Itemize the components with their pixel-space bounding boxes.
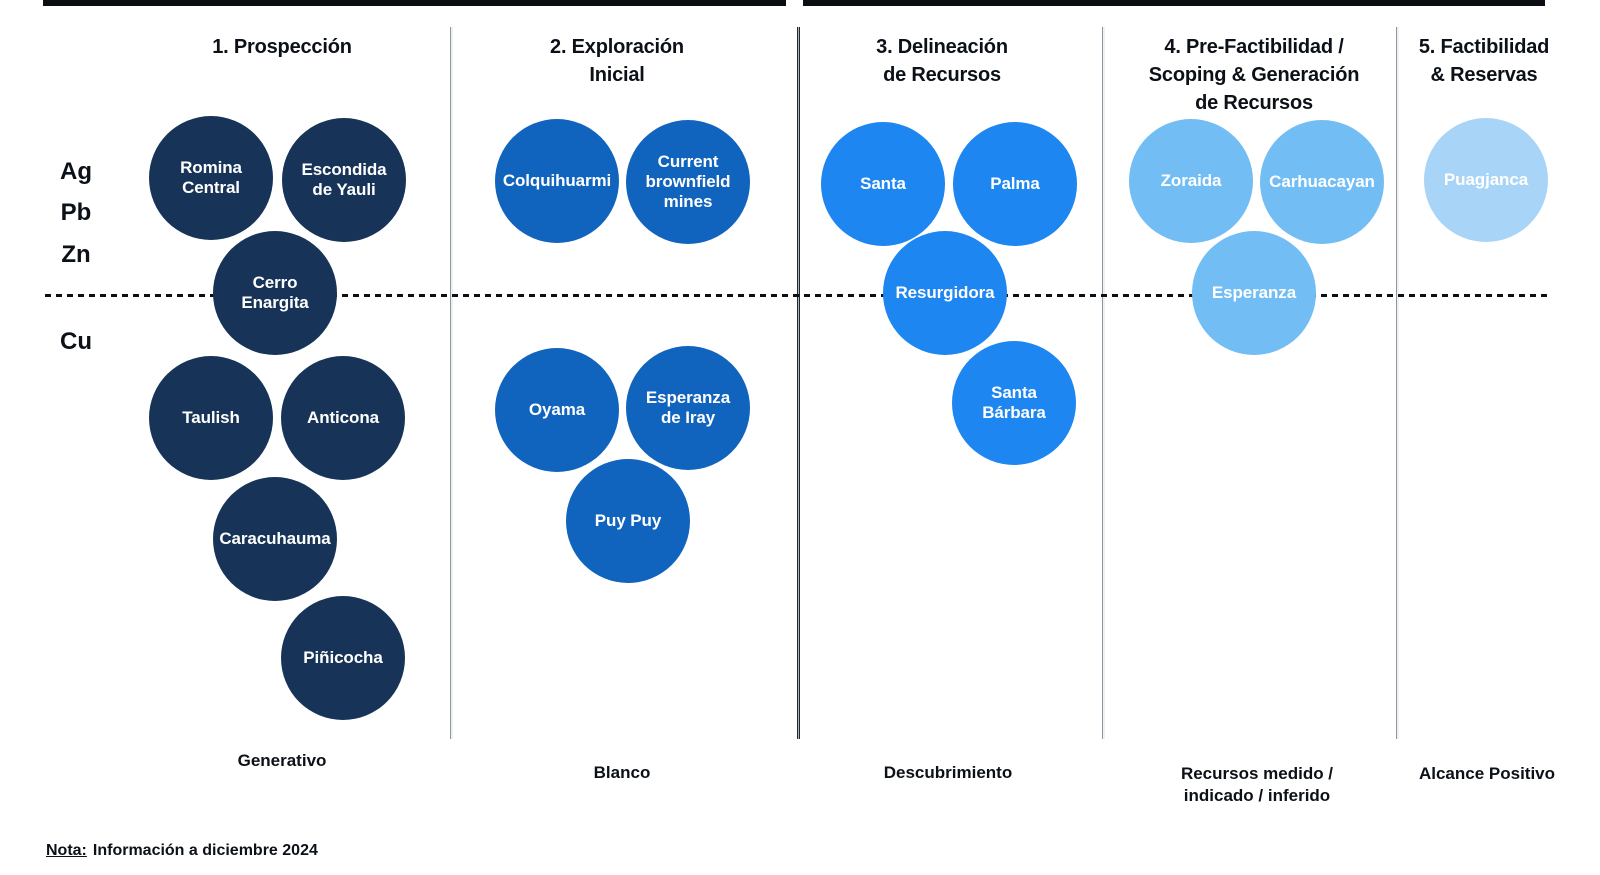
project-bubble: Escondida de Yauli — [282, 118, 406, 242]
stage-separator — [450, 27, 453, 739]
project-bubble-label: Piñicocha — [303, 648, 383, 667]
stage-footer-1: Generativo — [237, 751, 327, 770]
footnote-text: Información a diciembre 2024 — [92, 842, 318, 859]
project-bubble: Carhuacayan — [1260, 120, 1384, 244]
project-bubble-label: Resurgidora — [895, 283, 995, 302]
project-bubble-label: Colquihuarmi — [502, 171, 612, 190]
project-bubble-label: Palma — [990, 174, 1040, 193]
project-bubble-label: Oyama — [528, 400, 586, 419]
project-bubble-label: Anticona — [307, 408, 379, 427]
project-bubble: Oyama — [495, 348, 619, 472]
project-bubble: Current brownfield mines — [626, 120, 750, 244]
stage-separator — [797, 27, 800, 739]
footnote: Nota: Información a diciembre 2024 — [46, 842, 318, 860]
project-bubble: Cerro Enargita — [213, 231, 337, 355]
metal-divider-line — [45, 294, 1550, 297]
stage-title-1: 1. Prospección — [212, 36, 352, 58]
footnote-label: Nota: — [46, 842, 87, 859]
project-bubble-label: Santa — [860, 174, 906, 193]
project-bubble: Puy Puy — [566, 459, 690, 583]
project-bubble: Caracuhauma — [213, 477, 337, 601]
stage-separator — [1396, 27, 1399, 739]
stage-title-5: 5. Factibilidad & Reservas — [1418, 36, 1550, 86]
project-bubble: Romina Central — [149, 116, 273, 240]
project-bubble-label: Puy Puy — [594, 511, 662, 530]
project-bubble: Resurgidora — [883, 231, 1007, 355]
stage-footer-3: Descubrimiento — [883, 763, 1013, 782]
project-bubble: Colquihuarmi — [495, 119, 619, 243]
project-bubble: Puagjanca — [1424, 118, 1548, 242]
top-accent-bar — [803, 0, 1545, 6]
project-bubble: Esperanza de Iray — [626, 346, 750, 470]
project-bubble: Santa Bárbara — [952, 341, 1076, 465]
project-bubble-label: Zoraida — [1160, 171, 1222, 190]
metal-label-zn: Zn — [61, 241, 91, 268]
stage-title-3: 3. Delineación de Recursos — [876, 36, 1008, 86]
project-bubble-label: Current brownfield mines — [645, 152, 731, 211]
project-bubble-label: Cerro Enargita — [241, 273, 309, 312]
project-bubble: Zoraida — [1129, 119, 1253, 243]
stage-separator — [1102, 27, 1105, 739]
top-accent-bar — [43, 0, 786, 6]
project-bubble-label: Romina Central — [180, 158, 242, 197]
stage-title-2: 2. Exploración Inicial — [550, 36, 684, 86]
metal-label-ag: Ag — [60, 158, 92, 185]
project-bubble-label: Puagjanca — [1443, 170, 1529, 189]
project-bubble-label: Esperanza — [1211, 283, 1297, 302]
project-bubble: Esperanza — [1192, 231, 1316, 355]
project-bubble-label: Carhuacayan — [1269, 172, 1375, 191]
project-bubble: Anticona — [281, 356, 405, 480]
metal-label-pb: Pb — [60, 199, 92, 226]
project-bubble-label: Caracuhauma — [219, 529, 331, 548]
project-bubble-label: Santa Bárbara — [982, 383, 1046, 422]
stage-footer-5: Alcance Positivo — [1418, 764, 1556, 783]
project-bubble-label: Taulish — [182, 408, 240, 427]
stage-footer-2: Blanco — [593, 763, 651, 782]
project-bubble: Santa — [821, 122, 945, 246]
stage-title-4: 4. Pre-Factibilidad / Scoping & Generaci… — [1148, 36, 1360, 114]
stage-footer-4: Recursos medido / indicado / inferido — [1180, 764, 1334, 805]
project-bubble: Palma — [953, 122, 1077, 246]
metal-label-cu: Cu — [60, 328, 92, 355]
project-bubble: Piñicocha — [281, 596, 405, 720]
project-bubble-label: Escondida de Yauli — [301, 160, 387, 199]
project-bubble-label: Esperanza de Iray — [645, 388, 731, 427]
project-bubble: Taulish — [149, 356, 273, 480]
